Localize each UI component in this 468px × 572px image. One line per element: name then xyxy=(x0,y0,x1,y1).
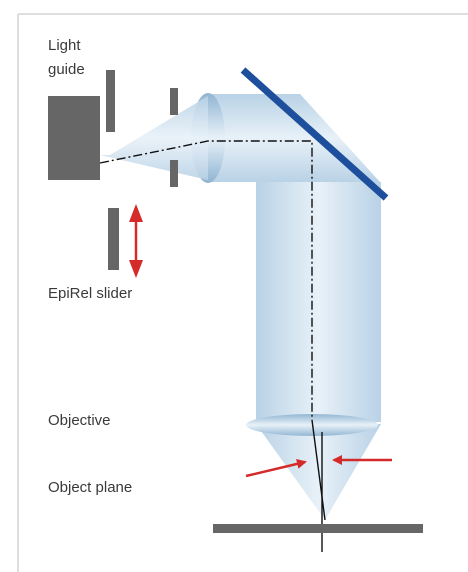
objective-label: Objective xyxy=(48,412,111,429)
light-guide-label-line2: guide xyxy=(48,61,85,78)
light-guide-label-line1: Light xyxy=(48,37,81,54)
epirel-slider-label: EpiRel slider xyxy=(48,285,133,302)
horizontal-beam xyxy=(208,94,380,182)
mirror-icon xyxy=(240,67,389,201)
upper-aperture-plate xyxy=(106,70,115,132)
object-plane-label: Object plane xyxy=(48,479,133,496)
tilted-ray xyxy=(311,419,326,521)
lens-stop-upper xyxy=(170,88,178,115)
object-plane-bar xyxy=(213,524,423,533)
optical-axis xyxy=(99,140,313,420)
illumination-cone xyxy=(100,96,208,180)
lens-stop-lower xyxy=(170,160,178,187)
vertical-beam xyxy=(256,182,381,422)
double-arrow-icon xyxy=(129,204,143,278)
light-guide-block xyxy=(48,96,100,180)
epirel-slider-bar xyxy=(108,208,119,270)
angle-arrow-left xyxy=(245,458,307,478)
